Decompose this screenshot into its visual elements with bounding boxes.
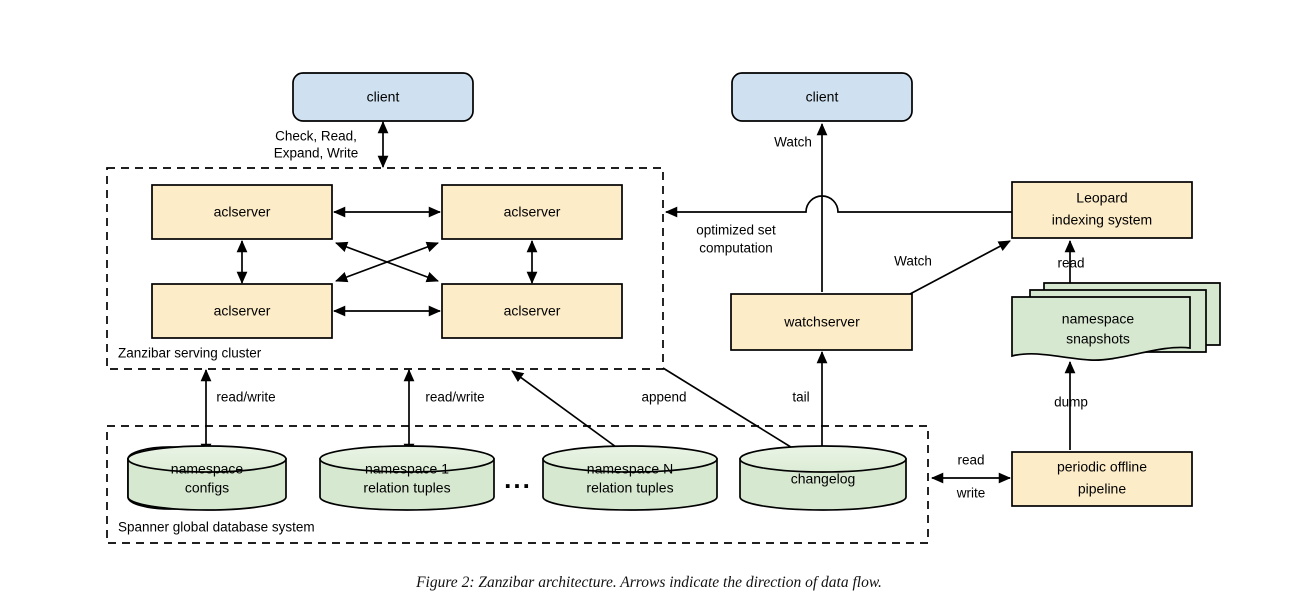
node-namespace-configs-text-2: configs xyxy=(185,480,229,496)
node-namespace-snapshots-label-2: snapshots xyxy=(1066,331,1130,347)
edge-label-append: append xyxy=(641,390,686,405)
edge-label-write-changelog: write xyxy=(956,486,986,501)
node-changelog[interactable]: changelog xyxy=(739,445,907,511)
node-client-left-label: client xyxy=(367,89,400,105)
edge-label-tail: tail xyxy=(792,390,809,405)
edge-label-optimized-2: computation xyxy=(699,241,773,256)
edge-label-optimized-1: optimized set xyxy=(696,223,776,238)
node-aclserver-top-right[interactable]: aclserver xyxy=(441,184,623,240)
node-periodic-pipeline-label-2: pipeline xyxy=(1078,481,1126,497)
node-client-right[interactable]: client xyxy=(731,72,913,122)
zone-spanner-label: Spanner global database system xyxy=(118,520,315,535)
edge-label-client-api-2: Expand, Write xyxy=(274,146,359,161)
edge-label-read-changelog: read xyxy=(957,453,984,468)
node-namespace-snapshots-label-1: namespace xyxy=(1062,311,1135,327)
node-namespace-n[interactable]: namespace N relation tuples xyxy=(542,445,718,511)
node-namespace-n-label-2: relation tuples xyxy=(586,480,673,496)
node-namespace-snapshots[interactable]: namespace snapshots xyxy=(1011,282,1221,361)
node-changelog-label: changelog xyxy=(791,471,856,487)
edge-label-client-api-1: Check, Read, xyxy=(275,129,357,144)
node-namespace-1-label-2: relation tuples xyxy=(363,480,450,496)
node-watchserver-label: watchserver xyxy=(783,314,860,330)
node-aclserver-bottom-left-label: aclserver xyxy=(214,303,271,319)
node-periodic-offline-pipeline[interactable]: periodic offline pipeline xyxy=(1011,451,1193,507)
edge-optimized-set-computation xyxy=(665,195,1012,218)
node-namespace-configs-body: namespace configs xyxy=(127,445,287,511)
edge-label-read-write-2: read/write xyxy=(425,390,484,405)
zone-spanner xyxy=(106,425,929,544)
edge-label-watch-leopard: Watch xyxy=(894,254,932,269)
edge-watch-leopard xyxy=(909,240,1011,295)
node-leopard-label-1: Leopard xyxy=(1076,190,1127,206)
node-aclserver-bottom-right[interactable]: aclserver xyxy=(441,283,623,339)
node-aclserver-top-left[interactable]: aclserver xyxy=(151,184,333,240)
edge-append xyxy=(511,370,628,456)
node-namespace-configs-text-1: namespace xyxy=(171,461,244,477)
zone-serving-cluster-label: Zanzibar serving cluster xyxy=(118,346,262,361)
node-leopard-label-2: indexing system xyxy=(1052,212,1152,228)
node-watchserver[interactable]: watchserver xyxy=(730,293,913,351)
node-periodic-pipeline-label-1: periodic offline xyxy=(1057,459,1147,475)
node-aclserver-bottom-left[interactable]: aclserver xyxy=(151,283,333,339)
node-namespace-1-label-1: namespace 1 xyxy=(365,461,449,477)
node-leopard-indexing-system[interactable]: Leopard indexing system xyxy=(1011,181,1193,239)
node-client-right-label: client xyxy=(806,89,839,105)
edge-acl-diagonal-b xyxy=(335,241,439,283)
ellipsis-between-namespaces: ... xyxy=(504,464,532,494)
node-aclserver-top-left-label: aclserver xyxy=(214,204,271,220)
edge-label-dump: dump xyxy=(1054,395,1088,410)
edge-label-read-snapshots: read xyxy=(1057,256,1084,271)
edge-label-read-write-1: read/write xyxy=(216,390,275,405)
node-namespace-1[interactable]: namespace 1 relation tuples xyxy=(319,445,495,511)
edge-label-watch-client: Watch xyxy=(774,135,812,150)
node-client-left[interactable]: client xyxy=(292,72,474,122)
figure-caption: Figure 2: Zanzibar architecture. Arrows … xyxy=(416,574,882,591)
edge-watchserver-to-changelog-diagonal xyxy=(662,367,808,458)
node-aclserver-bottom-right-label: aclserver xyxy=(504,303,561,319)
node-namespace-n-label-1: namespace N xyxy=(587,461,673,477)
node-aclserver-top-right-label: aclserver xyxy=(504,204,561,220)
